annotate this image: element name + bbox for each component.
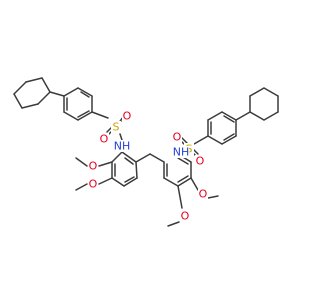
bond-line (75, 157, 88, 167)
bond-line (177, 177, 192, 187)
atom-O3: O (88, 160, 98, 173)
bond-line (263, 87, 279, 97)
bond-line (98, 161, 113, 167)
bond-line (207, 135, 223, 145)
bond-line (124, 157, 134, 165)
bond-line (193, 135, 209, 145)
atom-O1a: O (122, 110, 132, 123)
bond-line (221, 135, 237, 145)
bond-line (249, 87, 265, 97)
bond-line (49, 91, 65, 97)
atom-background (111, 121, 121, 133)
bond-line (223, 133, 235, 141)
atom-background (99, 133, 109, 145)
bond-line (98, 177, 113, 185)
bond-line (25, 77, 43, 83)
atom-label: O (89, 178, 98, 191)
atom-label: O (123, 110, 132, 123)
bond-line (121, 151, 137, 163)
atom-O2a: O (172, 131, 182, 144)
atom-label-layer: SOONHOOSOONHOO (88, 110, 208, 223)
atom-O2b: O (195, 155, 205, 168)
bond-line (123, 177, 138, 187)
bond-line (177, 157, 189, 165)
atom-background (114, 140, 130, 152)
bond-line (77, 111, 93, 121)
bond-line (13, 81, 27, 95)
bond-line (163, 177, 179, 187)
bond-line (77, 110, 90, 118)
bond-line (111, 177, 125, 187)
atom-O4: O (88, 178, 98, 191)
atom-background (180, 210, 190, 222)
bond-line (21, 103, 39, 109)
bond-line (111, 151, 123, 163)
bond-line (223, 115, 235, 123)
atom-N1: NH (114, 140, 131, 153)
atom-background (88, 160, 98, 172)
atom-label: O (181, 210, 190, 223)
bond-line (135, 161, 138, 179)
bond-line (177, 175, 189, 183)
bond-line (167, 221, 180, 227)
bond-line (221, 111, 237, 121)
atom-label: O (196, 155, 205, 168)
atom-label: O (100, 133, 109, 146)
bond-line (177, 185, 183, 209)
bond-line (63, 87, 79, 97)
bond-line (263, 111, 279, 121)
bond-line (235, 111, 251, 121)
bond-line (77, 87, 93, 97)
bond-line (190, 177, 199, 191)
atom-S1: S (111, 121, 121, 134)
atom-O6: O (180, 210, 190, 223)
bond-line (207, 195, 219, 199)
atom-background (122, 110, 132, 122)
bond-line (91, 111, 109, 119)
bond-line (119, 133, 123, 141)
atom-label: S (186, 143, 193, 156)
bond-line (75, 183, 88, 191)
bond-line (13, 93, 23, 109)
atom-label: O (199, 188, 208, 201)
bond-line (207, 111, 223, 121)
atom-N2: NH (173, 146, 190, 159)
bond-line (149, 153, 165, 163)
atom-background (173, 146, 189, 158)
bond-layer (13, 77, 279, 227)
atom-background (195, 155, 205, 167)
atom-label: NH (114, 140, 131, 153)
bond-line (37, 91, 51, 105)
atom-background (88, 178, 98, 190)
atom-O1b: O (99, 133, 109, 146)
bond-line (249, 111, 265, 121)
bond-line (41, 77, 51, 93)
atom-background (172, 131, 182, 143)
atom-label: O (173, 131, 182, 144)
atom-background (198, 188, 208, 200)
atom-O5: O (198, 188, 208, 201)
atom-label: S (113, 121, 120, 134)
atom-label: O (89, 160, 98, 173)
bond-line (63, 111, 79, 121)
chemical-structure: SOONHOOSOONHOO (13, 77, 279, 227)
bond-line (124, 176, 135, 183)
bond-line (80, 91, 90, 98)
atom-label: NH (173, 146, 190, 159)
bond-line (135, 153, 151, 163)
